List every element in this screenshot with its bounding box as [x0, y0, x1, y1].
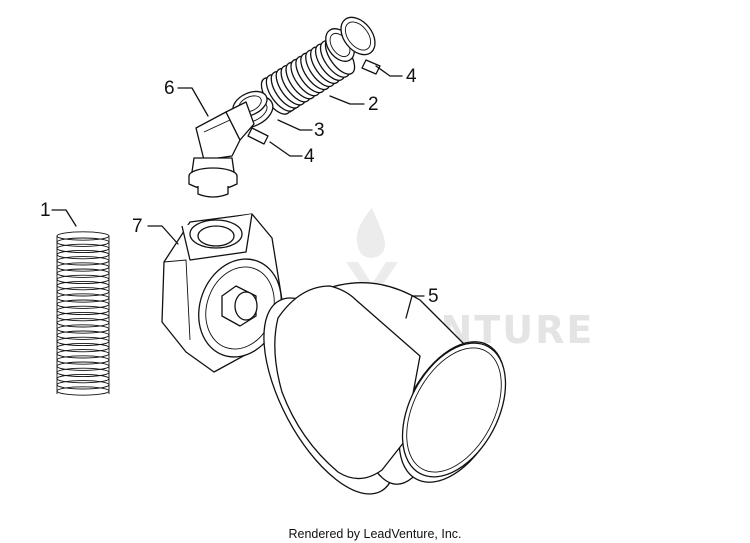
leader-lines	[51, 65, 425, 319]
spring-outline	[56, 236, 110, 394]
callout-3: 3	[314, 120, 325, 141]
callout-1: 1	[40, 200, 51, 221]
spring-part-1	[56, 231, 110, 396]
hose-part-2	[260, 28, 356, 115]
oil-filter-part-5	[263, 282, 507, 495]
leadventure-watermark-logo	[346, 208, 398, 300]
hose-clamp-part-4-upper	[340, 16, 381, 75]
callout-7: 7	[132, 216, 143, 237]
callout-4-upper: 4	[406, 66, 417, 87]
elbow-fitting-part-6	[188, 101, 255, 198]
callout-4-lower: 4	[304, 146, 315, 167]
callout-5: 5	[428, 286, 439, 307]
spring-coil	[56, 386, 110, 396]
footer-credit: Rendered by LeadVenture, Inc.	[288, 527, 461, 541]
filter-adapter-part-7	[161, 213, 283, 373]
callout-6: 6	[164, 78, 175, 99]
callout-2: 2	[368, 94, 379, 115]
